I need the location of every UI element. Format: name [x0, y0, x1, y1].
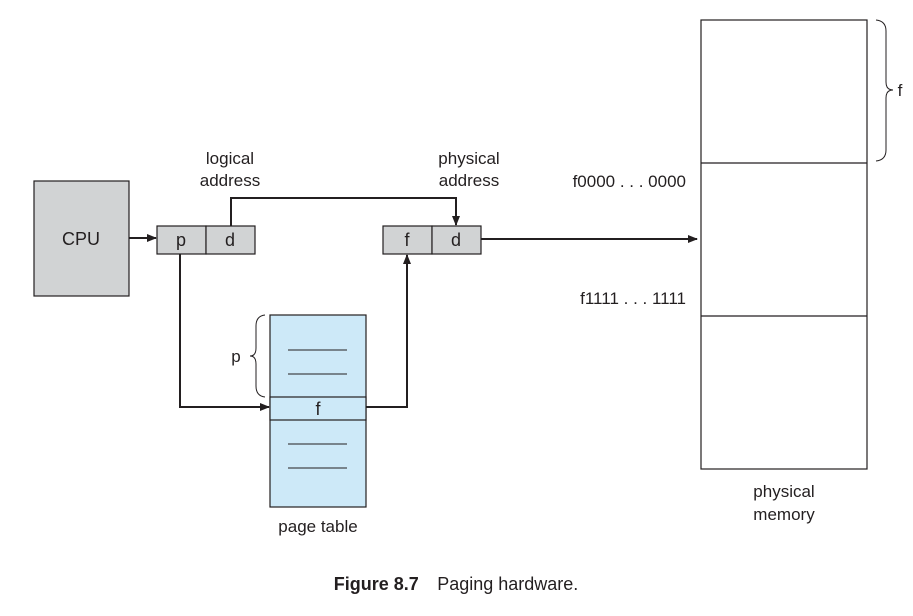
logical-page-text: p	[176, 230, 186, 250]
physical-memory	[700, 19, 868, 470]
page-table-entry-text: f	[315, 399, 321, 419]
figure-caption: Figure 8.7 Paging hardware.	[334, 574, 579, 594]
frame-start-address: f0000 . . . 0000	[573, 172, 686, 191]
physical-frame-text: f	[404, 230, 410, 250]
page-index-label: p	[231, 347, 240, 366]
cpu-box: CPU	[33, 180, 130, 297]
physical-memory-label-1: physical	[753, 482, 814, 501]
frame-end-address: f1111 . . . 1111	[580, 289, 686, 308]
page-index-brace	[249, 314, 266, 398]
figure-number: Figure 8.7	[334, 574, 419, 594]
cpu-label: CPU	[62, 229, 100, 249]
page-table-entry	[269, 396, 367, 421]
offset-connector-arrow	[230, 197, 460, 226]
logical-offset-text: d	[225, 230, 235, 250]
figure-title: Paging hardware.	[437, 574, 578, 594]
frame-brace	[875, 19, 894, 162]
logical-address-register: p d	[156, 225, 256, 255]
frame-to-physical-arrow	[366, 254, 411, 408]
physical-address-register: f d	[382, 225, 482, 255]
physical-offset-text: d	[451, 230, 461, 250]
physical-memory-label-2: memory	[753, 505, 815, 524]
page-number-to-table-arrow	[179, 254, 270, 411]
page-table: f	[269, 314, 367, 508]
logical-page-field	[156, 225, 207, 255]
logical-address-label-2: address	[200, 171, 260, 190]
physical-address-label-2: address	[439, 171, 499, 190]
frame-brace-label: f	[898, 81, 903, 100]
physical-address-label-1: physical	[438, 149, 499, 168]
page-table-label: page table	[278, 517, 357, 536]
logical-address-label-1: logical	[206, 149, 254, 168]
